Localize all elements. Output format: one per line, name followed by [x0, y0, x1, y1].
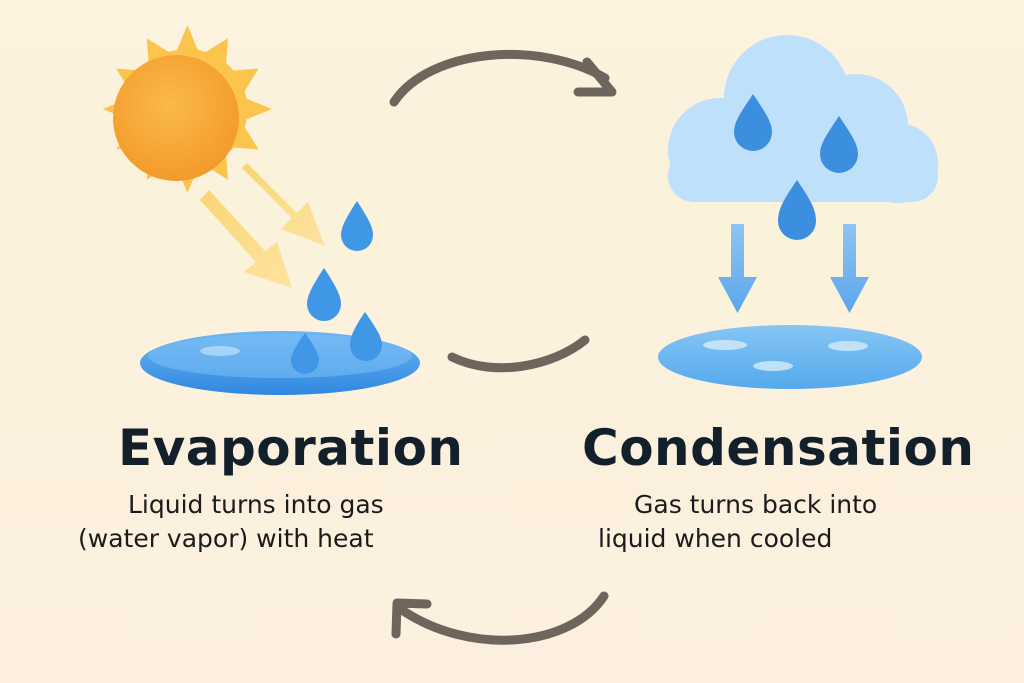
evaporation-description-line: Liquid turns into gas	[128, 490, 384, 519]
cloud-icon	[668, 35, 938, 203]
cycle-arrow-icon	[389, 50, 617, 107]
evaporation-title: Evaporation	[118, 419, 464, 477]
water-drop-icon	[820, 116, 858, 173]
down-arrow-icon	[718, 224, 757, 313]
puddle-icon	[140, 331, 420, 395]
condensation-description-line: liquid when cooled	[598, 524, 833, 553]
condensation-title: Condensation	[582, 419, 975, 477]
cycle-arrow-icon	[391, 591, 609, 645]
evaporation-description-line: (water vapor) with heat	[78, 524, 374, 553]
down-arrow-icon	[830, 224, 869, 313]
water-drop-icon	[778, 180, 816, 240]
cycle-arrow-icon	[447, 335, 590, 373]
water-drop-icon	[291, 333, 319, 374]
water-drop-icon	[307, 268, 341, 321]
water-drop-icon	[341, 201, 373, 251]
sun-ray-arrow-icon	[200, 163, 325, 288]
condensation-description-line: Gas turns back into	[634, 490, 878, 519]
sun-icon	[102, 25, 272, 193]
water-drop-icon	[734, 94, 772, 151]
water-drop-icon	[350, 312, 382, 361]
puddle-icon	[658, 325, 922, 389]
